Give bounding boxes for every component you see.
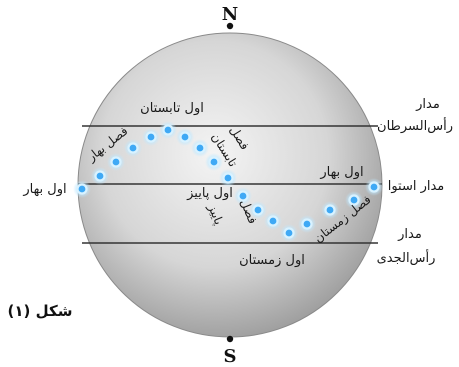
tropic-of-cancer-label-line1: مدار bbox=[415, 97, 440, 112]
figure-label: شکل (۱) bbox=[8, 302, 73, 320]
first-of-winter-label: اول زمستان bbox=[239, 253, 305, 268]
south-pole-marker bbox=[227, 336, 233, 342]
sun-position-dot bbox=[142, 128, 160, 146]
tropic-of-capricorn-label-line1: مدار bbox=[397, 227, 422, 242]
tropic-of-capricorn-label-line2: رأس‌الجدی bbox=[377, 249, 436, 266]
equator-label: مدار استوا bbox=[388, 179, 445, 194]
first-of-summer-label: اول تابستان bbox=[140, 101, 204, 116]
tropic-of-cancer-label-line2: رأس‌السرطان bbox=[377, 117, 453, 134]
sun-position-dot bbox=[298, 215, 316, 233]
south-pole-label: S bbox=[224, 346, 237, 367]
sun-position-dot bbox=[176, 128, 194, 146]
sun-position-dot bbox=[191, 139, 209, 157]
sun-position-dot bbox=[264, 212, 282, 230]
sun-position-dot bbox=[159, 121, 177, 139]
sun-position-dot bbox=[124, 139, 142, 157]
sun-position-dot bbox=[365, 178, 383, 196]
first-of-spring-right-label: اول بهار bbox=[319, 165, 363, 180]
north-pole-label: N bbox=[222, 4, 238, 25]
sun-position-dot bbox=[73, 180, 91, 198]
sun-position-dot bbox=[107, 153, 125, 171]
sun-position-dot bbox=[91, 167, 109, 185]
first-of-spring-left-label: اول بهار bbox=[22, 182, 66, 197]
sun-position-dot bbox=[219, 169, 237, 187]
first-of-autumn-label: اول پاییز bbox=[186, 186, 233, 201]
sun-position-dot bbox=[280, 224, 298, 242]
